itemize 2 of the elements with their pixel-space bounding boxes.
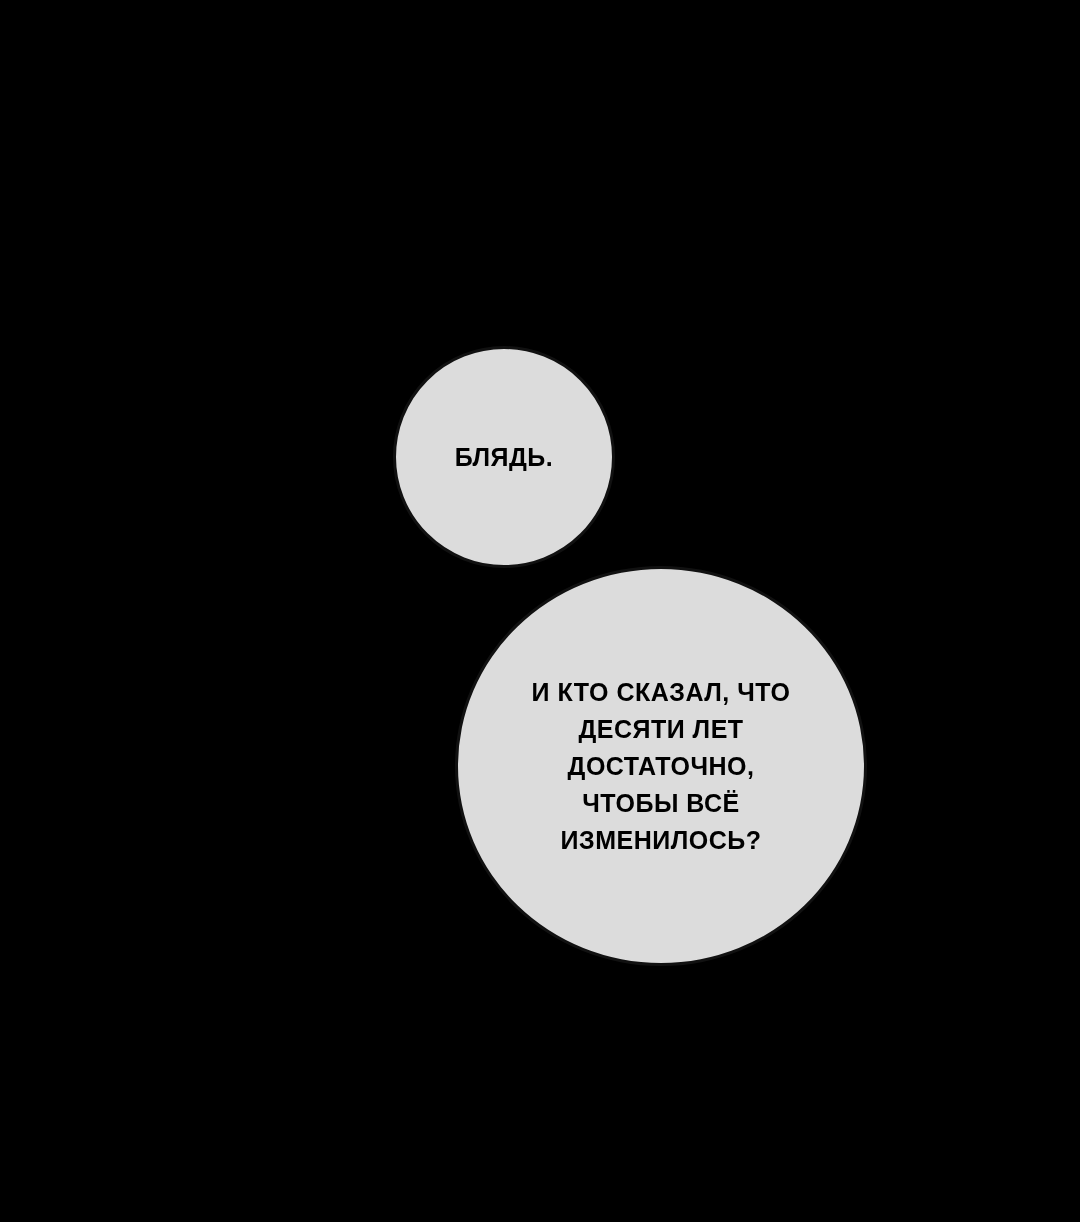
speech-text: БЛЯДЬ. <box>454 441 554 473</box>
speech-text: И КТО СКАЗАЛ, ЧТО ДЕСЯТИ ЛЕТ ДОСТАТОЧНО, ЧТОБЫ ВСЁ ИЗМЕНИЛОСЬ? <box>530 676 792 856</box>
